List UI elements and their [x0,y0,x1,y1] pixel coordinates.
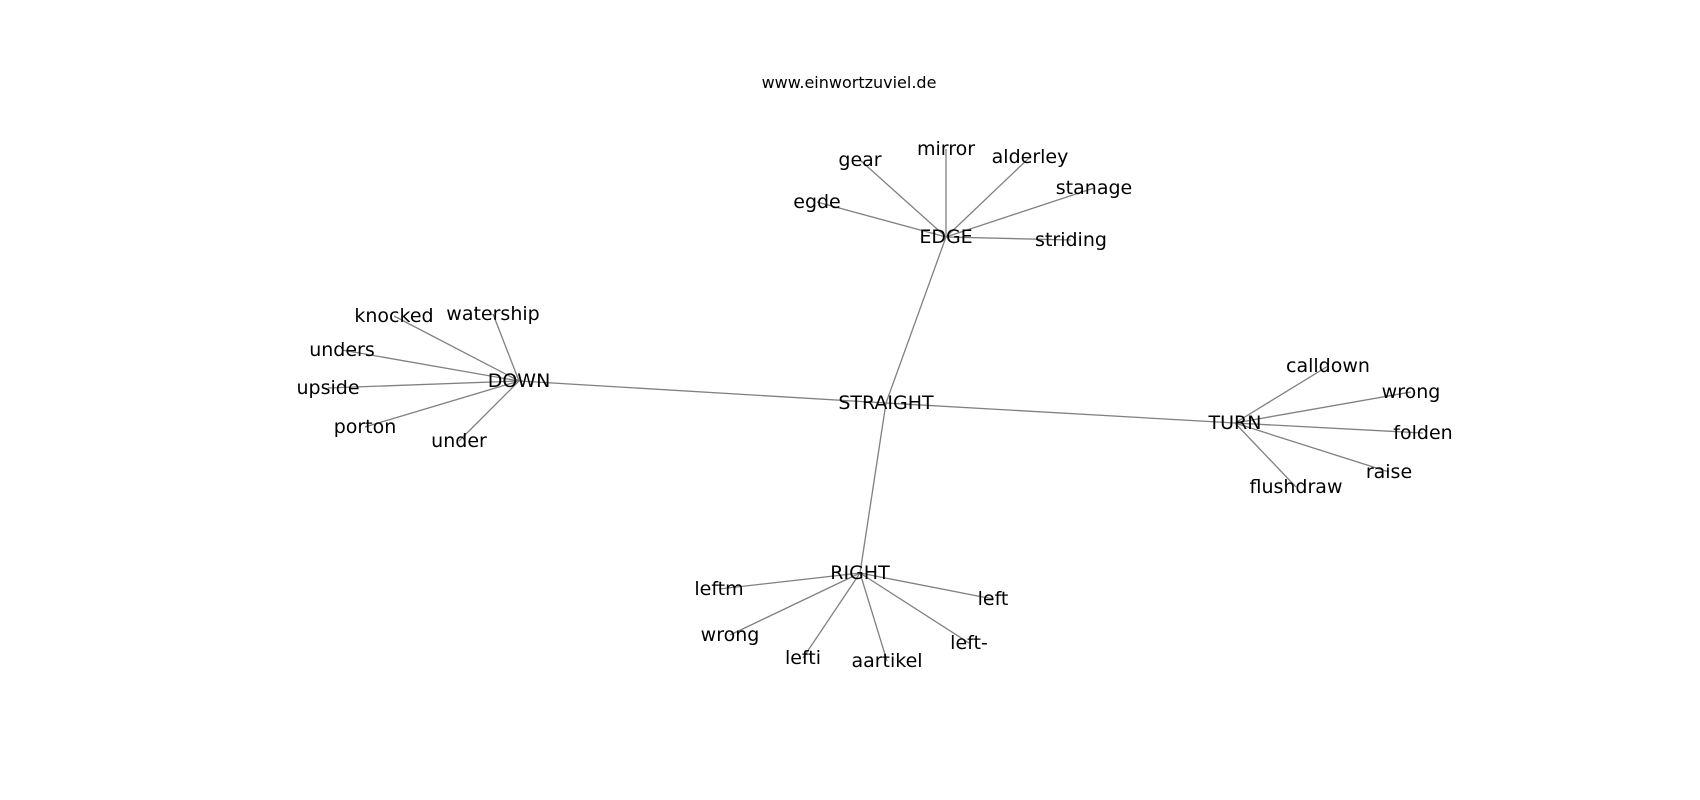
node-raise: raise [1366,461,1412,483]
edge-edge-egde [816,201,947,238]
edge-right-wrong-right [729,572,861,636]
node-down: DOWN [488,370,551,392]
edge-right-leftm [718,572,861,590]
edge-right-left [859,572,994,600]
node-edge: EDGE [919,226,972,248]
node-unders: unders [309,339,375,361]
edge-right-left-dash [859,572,970,644]
node-left: left [978,588,1009,610]
edge-turn-folden [1234,422,1424,434]
node-aartikel: aartikel [851,650,922,672]
node-alderley: alderley [992,146,1069,168]
edge-turn-calldown [1234,365,1329,424]
edge-edge-stanage [945,187,1095,238]
edge-down-under [458,380,520,442]
edge-down-watership [492,313,520,382]
site-url-label: www.einwortzuviel.de [762,73,937,92]
edge-down-unders [341,349,520,382]
node-wrong-right: wrong [701,624,760,646]
node-leftm: leftm [694,578,743,600]
edge-straight-down [518,380,887,404]
node-stanage: stanage [1056,177,1132,199]
node-wrong-turn: wrong [1382,381,1441,403]
edge-straight-right [859,402,887,574]
node-porton: porton [334,416,397,438]
node-lefti: lefti [785,647,821,669]
node-turn: TURN [1208,412,1262,434]
edge-down-upside [327,380,520,389]
node-flushdraw: flushdraw [1249,476,1342,498]
node-gear: gear [838,149,881,171]
edge-edge-alderley [945,156,1031,238]
edge-edge-gear [859,159,947,238]
node-under: under [431,430,487,452]
node-watership: watership [446,303,539,325]
node-egde: egde [793,191,841,213]
edge-turn-flushdraw [1234,422,1297,488]
graph-edges [327,149,1424,662]
edge-down-porton [364,380,520,428]
edge-turn-wrong-turn [1234,391,1412,424]
node-upside: upside [296,377,359,399]
edge-turn-raise [1234,422,1390,473]
node-straight: STRAIGHT [838,392,934,414]
node-knocked: knocked [354,305,433,327]
edge-straight-turn [885,402,1236,424]
edge-edge-striding [945,236,1072,241]
node-right: RIGHT [830,562,890,584]
edge-right-aartikel [859,572,888,662]
node-mirror: mirror [917,138,975,160]
edge-straight-edge [885,236,947,404]
edge-right-lefti [802,572,861,659]
edge-down-knocked [393,315,520,382]
graph-nodes: STRAIGHT EDGE DOWN TURN RIGHT gear mirror alder… [296,138,1452,672]
node-left-dash: left- [950,632,988,654]
node-calldown: calldown [1286,355,1370,377]
node-striding: striding [1035,229,1107,251]
node-folden: folden [1393,422,1452,444]
